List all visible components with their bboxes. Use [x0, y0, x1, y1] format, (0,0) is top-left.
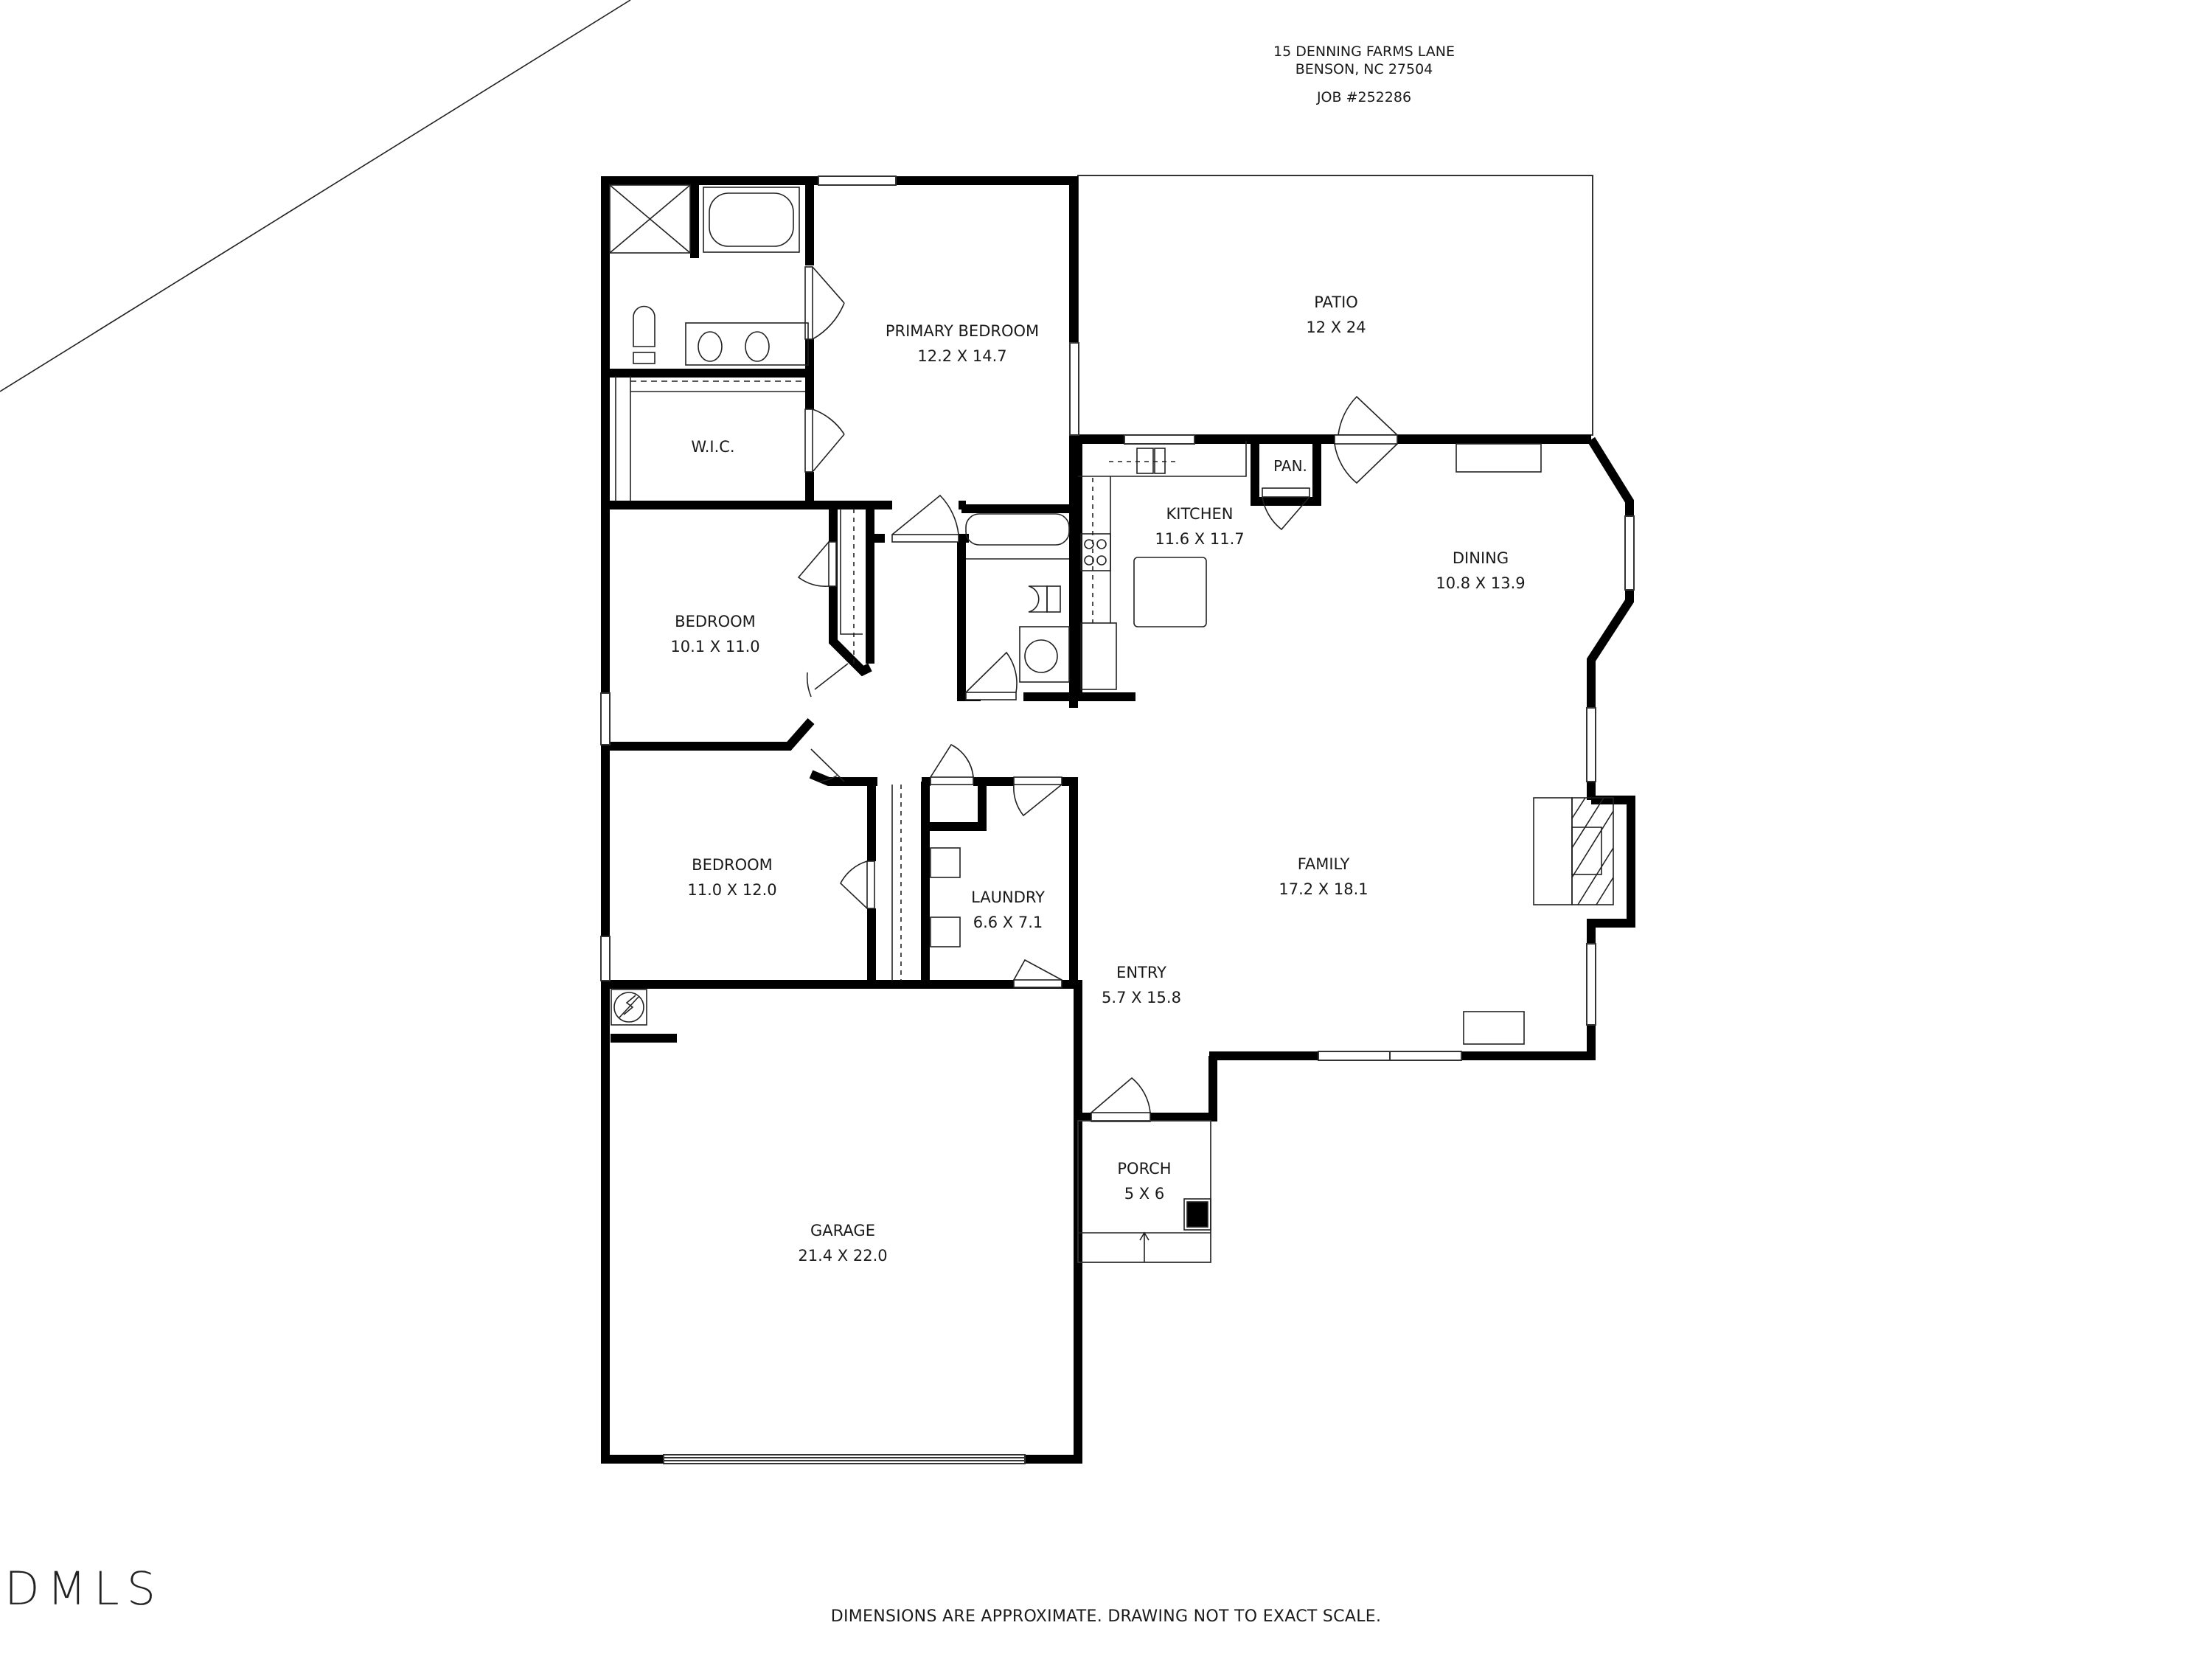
- room-dims: 11.0 X 12.0: [687, 881, 777, 899]
- room-dims: 5 X 6: [1124, 1185, 1165, 1203]
- room-patio: PATIO 12 X 24: [1306, 290, 1366, 340]
- doors: [797, 266, 1398, 1122]
- room-dims: 11.6 X 11.7: [1155, 530, 1245, 548]
- room-laundry: LAUNDRY 6.6 X 7.1: [971, 885, 1045, 935]
- job-number: JOB #252286: [1316, 89, 1412, 105]
- room-dims: 12.2 X 14.7: [917, 347, 1007, 365]
- room-kitchen: KITCHEN 11.6 X 11.7: [1155, 501, 1244, 552]
- room-dims: 10.1 X 11.0: [670, 638, 760, 655]
- room-dims: 10.8 X 13.9: [1436, 574, 1526, 592]
- room-name: BEDROOM: [675, 613, 756, 630]
- address-header: 15 DENNING FARMS LANE BENSON, NC 27504 J…: [1217, 43, 1512, 106]
- windows: [600, 175, 1635, 1464]
- room-name: FAMILY: [1297, 855, 1350, 873]
- room-name: W.I.C.: [691, 438, 735, 456]
- room-name: LAUNDRY: [971, 888, 1045, 906]
- address-line-1: 15 DENNING FARMS LANE: [1273, 44, 1455, 60]
- dmls-logo: DMLS: [4, 1562, 164, 1615]
- room-name: PRIMARY BEDROOM: [885, 322, 1040, 340]
- room-name: PORCH: [1117, 1160, 1172, 1178]
- room-entry: ENTRY 5.7 X 15.8: [1102, 960, 1181, 1010]
- room-porch: PORCH 5 X 6: [1117, 1156, 1171, 1206]
- room-dims: 12 X 24: [1306, 319, 1366, 336]
- address-line-2: BENSON, NC 27504: [1295, 61, 1433, 77]
- room-family: FAMILY 17.2 X 18.1: [1279, 852, 1368, 902]
- room-dims: 6.6 X 7.1: [973, 914, 1043, 931]
- room-bedroom-2: BEDROOM 10.1 X 11.0: [670, 609, 759, 659]
- room-pantry: PAN.: [1273, 453, 1307, 479]
- room-dims: 17.2 X 18.1: [1279, 880, 1368, 898]
- walls: [601, 176, 1635, 1464]
- disclaimer: DIMENSIONS ARE APPROXIMATE. DRAWING NOT …: [830, 1607, 1382, 1626]
- room-wic: W.I.C.: [691, 434, 734, 459]
- room-name: ENTRY: [1116, 964, 1166, 981]
- room-bedroom-3: BEDROOM 11.0 X 12.0: [687, 852, 776, 902]
- room-dims: 5.7 X 15.8: [1102, 989, 1181, 1006]
- room-dining: DINING 10.8 X 13.9: [1436, 546, 1525, 596]
- room-name: BEDROOM: [692, 856, 773, 874]
- room-name: DINING: [1452, 549, 1509, 567]
- room-dims: 21.4 X 22.0: [798, 1247, 888, 1265]
- room-garage: GARAGE 21.4 X 22.0: [798, 1218, 887, 1268]
- fixtures: [0, 0, 1614, 1263]
- room-primary-bedroom: PRIMARY BEDROOM 12.2 X 14.7: [886, 319, 1039, 369]
- room-name: PATIO: [1314, 293, 1358, 311]
- room-name: PAN.: [1273, 457, 1307, 475]
- room-name: KITCHEN: [1166, 505, 1234, 523]
- room-name: GARAGE: [810, 1222, 875, 1239]
